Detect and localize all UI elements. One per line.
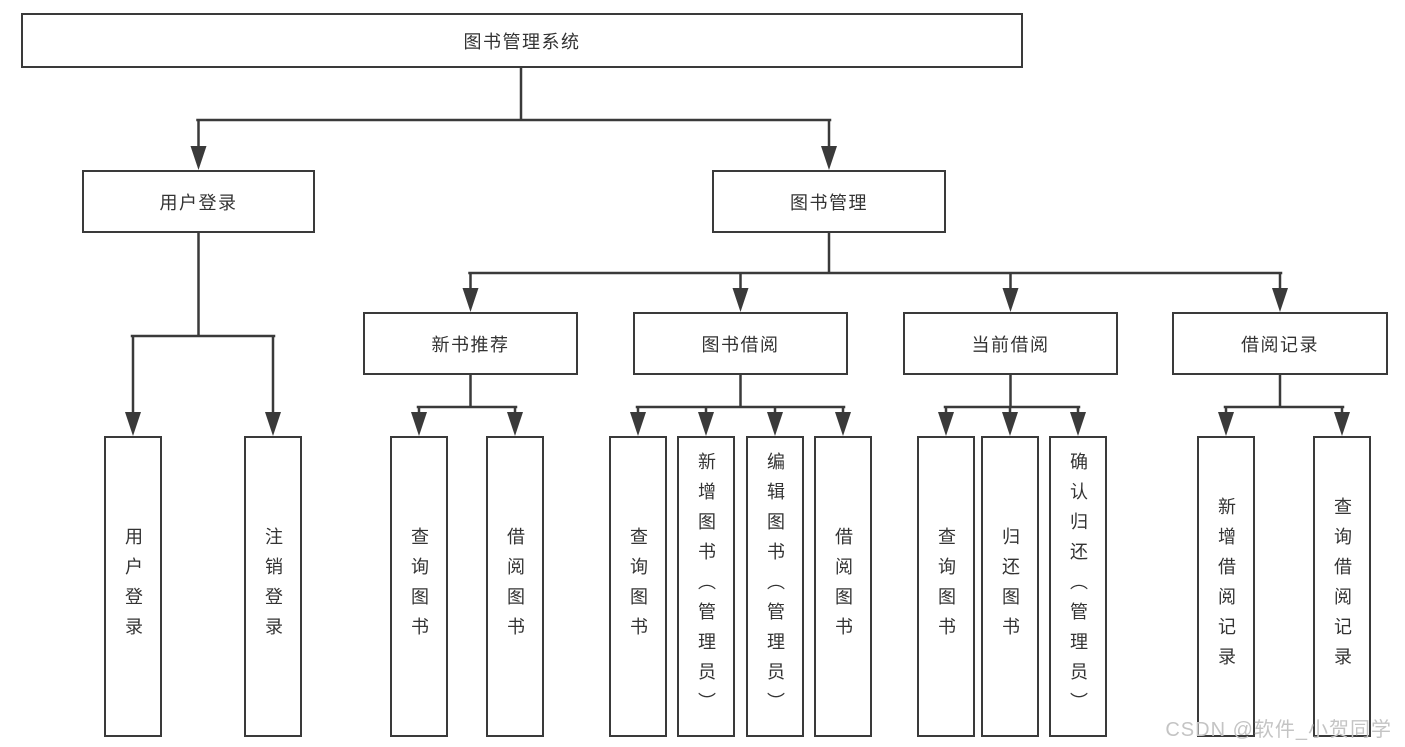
arrow-down-icon: [1002, 288, 1019, 312]
leaf-return-books: 归还图书: [981, 436, 1039, 737]
arrow-down-icon: [462, 288, 479, 312]
leaf-query-borrow-record: 查询借阅记录: [1313, 436, 1371, 737]
arrow-down-icon: [1070, 412, 1086, 436]
arrow-down-icon: [732, 288, 749, 312]
arrow-down-icon: [1334, 412, 1350, 436]
arrow-down-icon: [1002, 412, 1018, 436]
node-library-management-system: 图书管理系统: [21, 13, 1023, 68]
arrow-down-icon: [630, 412, 646, 436]
leaf-borrow-books-recommend: 借阅图书: [486, 436, 544, 737]
node-new-book-recommendation: 新书推荐: [363, 312, 578, 375]
leaf-query-books-recommend: 查询图书: [390, 436, 448, 737]
arrow-down-icon: [507, 412, 523, 436]
leaf-query-books-borrowing: 查询图书: [609, 436, 667, 737]
arrow-down-icon: [698, 412, 714, 436]
arrow-down-icon: [190, 146, 207, 170]
node-book-management: 图书管理: [712, 170, 946, 233]
node-current-borrowing: 当前借阅: [903, 312, 1118, 375]
leaf-borrow-books: 借阅图书: [814, 436, 872, 737]
leaf-add-borrow-record: 新增借阅记录: [1197, 436, 1255, 737]
node-borrowing-records: 借阅记录: [1172, 312, 1388, 375]
arrow-down-icon: [767, 412, 783, 436]
arrow-down-icon: [821, 146, 837, 170]
arrow-down-icon: [265, 412, 281, 436]
leaf-logout: 注销登录: [244, 436, 302, 737]
leaf-add-books-admin: 新增图书（管理员）: [677, 436, 735, 737]
leaf-user-login: 用户登录: [104, 436, 162, 737]
arrow-down-icon: [1272, 288, 1288, 312]
arrow-down-icon: [411, 412, 427, 436]
leaf-query-books-current: 查询图书: [917, 436, 975, 737]
arrow-down-icon: [938, 412, 954, 436]
node-book-borrowing: 图书借阅: [633, 312, 848, 375]
leaf-edit-books-admin: 编辑图书（管理员）: [746, 436, 804, 737]
leaf-confirm-return-admin: 确认归还（管理员）: [1049, 436, 1107, 737]
arrow-down-icon: [1218, 412, 1234, 436]
arrow-down-icon: [835, 412, 851, 436]
node-user-login: 用户登录: [82, 170, 315, 233]
arrow-down-icon: [125, 412, 141, 436]
csdn-watermark: CSDN @软件_小贺同学: [1165, 719, 1392, 741]
